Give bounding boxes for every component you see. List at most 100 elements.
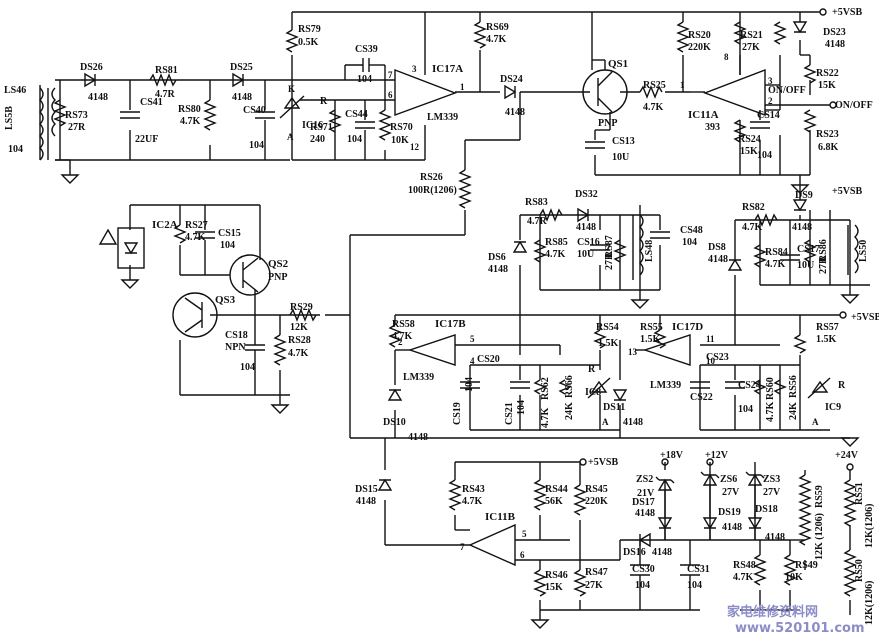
resistor-rs25 (639, 85, 663, 99)
resistor-rs43 (448, 479, 462, 511)
svg-text:DS15: DS15 (355, 484, 378, 495)
svg-text:ON/OFF: ON/OFF (835, 100, 873, 111)
svg-text:CS24: CS24 (738, 380, 761, 391)
svg-text:104: 104 (8, 144, 23, 155)
svg-text:1.5K: 1.5K (640, 334, 661, 345)
svg-text:7: 7 (388, 70, 393, 80)
svg-text:IC17A: IC17A (432, 63, 463, 75)
resistor-rs81 (149, 73, 177, 87)
svg-text:K: K (288, 84, 295, 94)
svg-text:DS17: DS17 (632, 497, 655, 508)
svg-text:RS27: RS27 (185, 220, 208, 231)
resistor-rs69 (473, 21, 487, 49)
resistor-rs50 (843, 549, 857, 597)
transformers (39, 87, 859, 280)
svg-text:1: 1 (680, 80, 685, 90)
svg-text:13: 13 (628, 347, 638, 357)
resistor-rs26 (458, 169, 472, 209)
opamp-ic17a (394, 68, 457, 117)
resistor-rs82 (754, 213, 778, 227)
svg-text:1: 1 (460, 82, 465, 92)
resistor-rs86 (803, 239, 817, 263)
svg-text:RS55: RS55 (640, 322, 663, 333)
svg-text:+5VSB: +5VSB (851, 312, 879, 323)
terminal-icon (661, 458, 669, 466)
resistor-rs79 (285, 29, 299, 53)
resistor-rs28 (273, 334, 287, 366)
svg-text:RS73: RS73 (65, 110, 88, 121)
svg-text:4148: 4148 (623, 417, 643, 428)
svg-text:DS19: DS19 (718, 507, 741, 518)
svg-text:104: 104 (738, 404, 753, 415)
svg-text:4148: 4148 (722, 522, 742, 533)
svg-text:RS51: RS51 (854, 482, 865, 505)
svg-text:15K: 15K (740, 146, 758, 157)
opamps (394, 68, 766, 567)
zener-zs6 (700, 471, 720, 486)
svg-text:LS50: LS50 (858, 240, 869, 262)
diode-ds26 (84, 72, 97, 88)
svg-text:22UF: 22UF (135, 134, 158, 145)
svg-text:DS8: DS8 (708, 242, 726, 253)
svg-text:CS23: CS23 (706, 352, 729, 363)
svg-text:27R: 27R (818, 256, 829, 274)
svg-text:4.7K: 4.7K (288, 348, 309, 359)
svg-text:RS29: RS29 (290, 302, 313, 313)
svg-text:CS22: CS22 (690, 392, 713, 403)
opamp-ic17b (407, 334, 456, 366)
svg-text:RS59: RS59 (814, 485, 825, 508)
resistor-rs55 (653, 329, 667, 349)
svg-text:4148: 4148 (505, 107, 525, 118)
resistor-rs56 (773, 379, 787, 395)
opamp-ic11a (703, 68, 766, 117)
resistor-rs62 (533, 379, 547, 395)
svg-text:220K: 220K (688, 42, 711, 53)
diodes (84, 21, 808, 548)
svg-text:4.7K: 4.7K (765, 259, 786, 270)
optocoupler-ic2a (117, 227, 145, 269)
svg-text:IC2A: IC2A (152, 219, 178, 231)
svg-text:PNP: PNP (268, 272, 287, 283)
svg-text:QS1: QS1 (608, 58, 628, 70)
svg-text:4148: 4148 (792, 222, 812, 233)
svg-text:DS11: DS11 (603, 402, 625, 413)
svg-text:3: 3 (768, 76, 773, 86)
coil-ls50 (854, 224, 859, 274)
svg-text:A: A (602, 417, 609, 427)
svg-text:27K: 27K (742, 42, 760, 53)
coil-ls48 (639, 214, 644, 276)
svg-text:CS44: CS44 (345, 109, 368, 120)
svg-text:104: 104 (249, 140, 264, 151)
resistor-rs87 (613, 239, 627, 263)
svg-text:DS24: DS24 (500, 74, 523, 85)
svg-text:CS39: CS39 (355, 44, 378, 55)
svg-text:RS58: RS58 (392, 319, 415, 330)
svg-text:DS26: DS26 (80, 62, 103, 73)
diode-ds23 (792, 21, 808, 34)
diode-ds15 (377, 478, 393, 491)
svg-text:QS3: QS3 (215, 294, 236, 306)
svg-text:ZS2: ZS2 (636, 474, 653, 485)
svg-text:R: R (838, 380, 846, 391)
svg-text:RS56: RS56 (788, 375, 799, 398)
svg-text:CS13: CS13 (612, 136, 635, 147)
svg-text:+12V: +12V (705, 450, 729, 461)
svg-text:CS14: CS14 (757, 110, 780, 121)
svg-text:4148: 4148 (488, 264, 508, 275)
transistor-qs3 (172, 292, 218, 338)
svg-text:6: 6 (520, 550, 525, 560)
svg-text:4.7K: 4.7K (392, 331, 413, 342)
svg-text:27R: 27R (68, 122, 86, 133)
svg-text:4148: 4148 (635, 508, 655, 519)
svg-text:LM339: LM339 (650, 380, 681, 391)
resistor-rs48 (753, 554, 767, 586)
svg-text:6: 6 (388, 90, 393, 100)
resistor-rs51 (843, 479, 857, 527)
svg-text:CS17: CS17 (797, 244, 820, 255)
labels: +5VSB +5VSB +5VSB +5VSB RS79 0.5K RS69 4… (4, 7, 879, 636)
diode-ds25 (232, 72, 245, 88)
svg-text:CS19: CS19 (452, 402, 463, 425)
svg-text:IC8: IC8 (585, 387, 601, 398)
ground-icon (530, 619, 550, 629)
